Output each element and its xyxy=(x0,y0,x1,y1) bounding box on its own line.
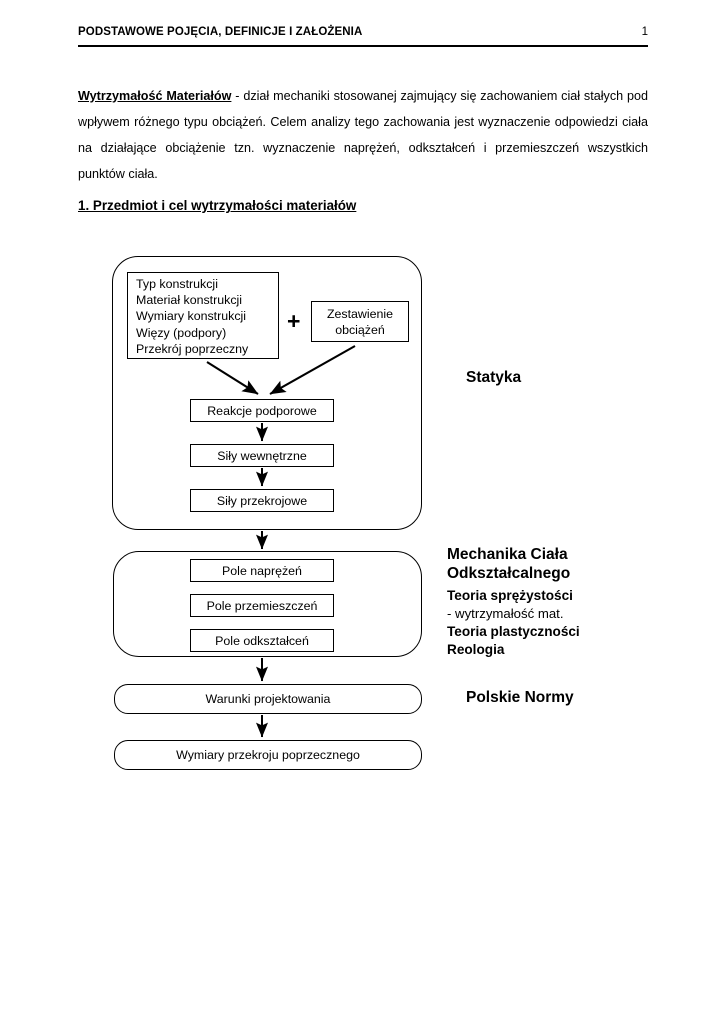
label-mechanics-line2: Odkształcalnego xyxy=(447,565,571,582)
intro-paragraph: Wytrzymałość Materiałów - dział mechanik… xyxy=(78,83,648,187)
label-group-deformable-body: Mechanika Ciała Odkształcalnego Teoria s… xyxy=(447,545,580,659)
label-polish-standards: Polskie Normy xyxy=(466,689,574,706)
design-conditions-box: Warunki projektowania xyxy=(114,684,422,714)
header-divider xyxy=(78,45,648,47)
input-line-1: Materiał konstrukcji xyxy=(136,293,243,308)
page-header: PODSTAWOWE POJĘCIA, DEFINICJE I ZAŁOŻENI… xyxy=(78,26,648,38)
defined-term: Wytrzymałość Materiałów xyxy=(78,88,232,103)
label-rheology: Reologia xyxy=(447,642,505,657)
label-mechanics-line1: Mechanika Ciała xyxy=(447,546,568,563)
field-box-displacement: Pole przemieszczeń xyxy=(190,594,334,617)
label-strength-of-materials: - wytrzymałość mat. xyxy=(447,606,564,621)
section-heading: 1. Przedmiot i cel wytrzymałości materia… xyxy=(78,198,357,213)
field-box-strain: Pole odkształceń xyxy=(190,629,334,652)
page-number: 1 xyxy=(641,26,648,38)
intro-body: - dział mechaniki stosowanej zajmujący s… xyxy=(78,88,648,181)
input-line-0: Typ konstrukcji xyxy=(136,277,218,291)
input-parameters-box: Typ konstrukcji Materiał konstrukcji Wym… xyxy=(127,272,279,359)
input-line-4: Przekrój poprzeczny xyxy=(136,341,249,356)
statics-box-reactions: Reakcje podporowe xyxy=(190,399,334,422)
loads-box: Zestawienie obciążeń xyxy=(311,301,409,342)
statics-box-sectional-forces: Siły przekrojowe xyxy=(190,489,334,512)
input-line-3: Więzy (podpory) xyxy=(136,325,227,340)
label-theory-plasticity: Teoria plastyczności xyxy=(447,624,580,639)
label-statics: Statyka xyxy=(466,369,522,386)
cross-section-dimensions-box: Wymiary przekroju poprzecznego xyxy=(114,740,422,770)
header-title: PODSTAWOWE POJĘCIA, DEFINICJE I ZAŁOŻENI… xyxy=(78,26,363,38)
label-theory-elasticity: Teoria sprężystości xyxy=(447,588,573,603)
field-box-stress: Pole naprężeń xyxy=(190,559,334,582)
statics-box-internal-forces: Siły wewnętrzne xyxy=(190,444,334,467)
input-line-2: Wymiary konstrukcji xyxy=(136,309,247,324)
plus-symbol: + xyxy=(287,308,301,334)
